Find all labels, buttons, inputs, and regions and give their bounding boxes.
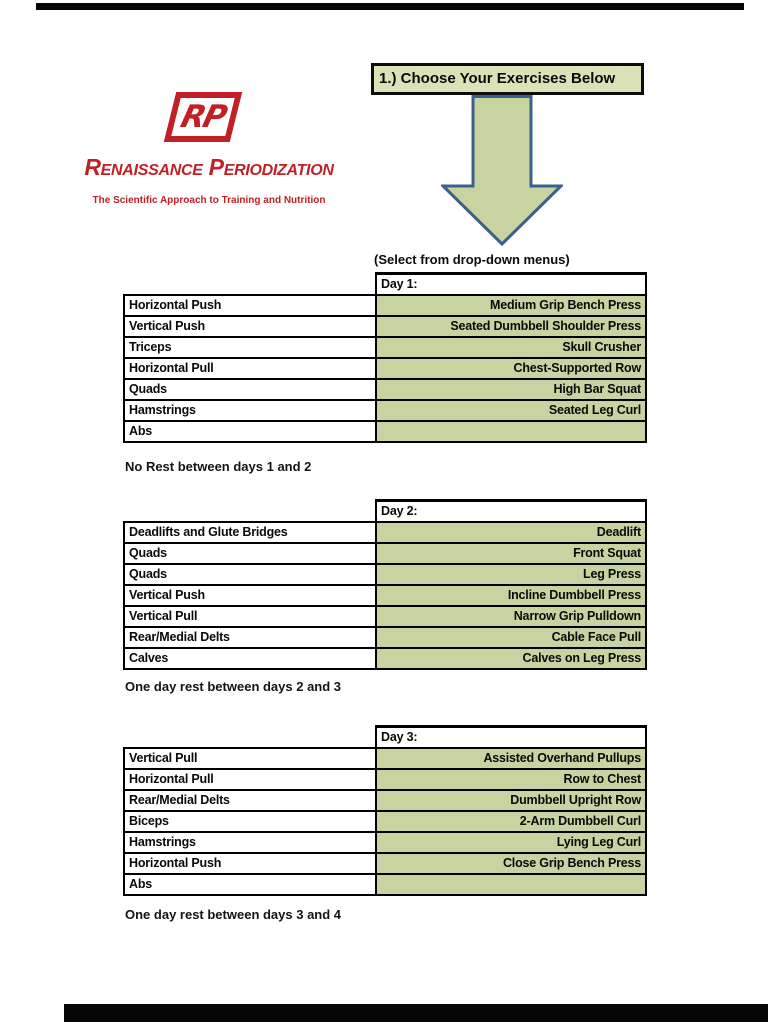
day2-table: Day 2: Deadlifts and Glute Bridges Deadl… [123,499,647,670]
exercise-dropdown-cell[interactable]: Front Squat [375,541,647,565]
exercise-dropdown-cell[interactable]: Medium Grip Bench Press [375,293,647,317]
exercise-dropdown-cell[interactable]: Close Grip Bench Press [375,851,647,875]
category-cell: Horizontal Pull [123,767,377,791]
category-cell: Hamstrings [123,398,377,422]
category-cell: Biceps [123,809,377,833]
exercise-dropdown-cell[interactable]: Calves on Leg Press [375,646,647,670]
table-row: Abs [123,419,647,443]
header-spacer-cell [124,501,376,522]
exercise-dropdown-cell[interactable] [375,872,647,896]
rp-monogram-text: RP [177,98,229,135]
exercise-dropdown-cell[interactable]: Leg Press [375,562,647,586]
table-row: Vertical Pull Assisted Overhand Pullups [123,746,647,770]
category-cell: Rear/Medial Delts [123,625,377,649]
table-row: Horizontal Pull Row to Chest [123,767,647,791]
table-row: Calves Calves on Leg Press [123,646,647,670]
header-spacer-cell [124,727,376,748]
category-cell: Vertical Push [123,314,377,338]
day-header: Day 1: [375,272,647,295]
table-row: Vertical Push Seated Dumbbell Shoulder P… [123,314,647,338]
day1-table: Day 1: Horizontal Push Medium Grip Bench… [123,272,647,443]
category-cell: Abs [123,872,377,896]
exercise-dropdown-cell[interactable]: Skull Crusher [375,335,647,359]
category-cell: Quads [123,377,377,401]
table-row: Deadlifts and Glute Bridges Deadlift [123,520,647,544]
category-cell: Rear/Medial Delts [123,788,377,812]
table-row: Hamstrings Seated Leg Curl [123,398,647,422]
exercise-dropdown-cell[interactable]: Dumbbell Upright Row [375,788,647,812]
category-cell: Hamstrings [123,830,377,854]
exercise-dropdown-cell[interactable]: Narrow Grip Pulldown [375,604,647,628]
rp-monogram-icon: RP [163,92,243,142]
table-row: Triceps Skull Crusher [123,335,647,359]
category-cell: Horizontal Push [123,851,377,875]
table-row: Vertical Push Incline Dumbbell Press [123,583,647,607]
table-row: Vertical Pull Narrow Grip Pulldown [123,604,647,628]
category-cell: Triceps [123,335,377,359]
day3-table: Day 3: Vertical Pull Assisted Overhand P… [123,725,647,896]
exercise-dropdown-cell[interactable]: Row to Chest [375,767,647,791]
table-row: Biceps 2-Arm Dumbbell Curl [123,809,647,833]
brand-name: Renaissance Periodization [84,154,334,180]
category-cell: Horizontal Pull [123,356,377,380]
exercise-dropdown-cell[interactable]: Chest-Supported Row [375,356,647,380]
table-row: Horizontal Push Medium Grip Bench Press [123,293,647,317]
exercise-dropdown-cell[interactable]: Incline Dumbbell Press [375,583,647,607]
day-header: Day 2: [375,499,647,522]
adjacent-page-edge-bottom [64,1004,768,1022]
rest-note: One day rest between days 3 and 4 [125,907,342,922]
table-row: Horizontal Push Close Grip Bench Press [123,851,647,875]
rp-logo: RP Renaissance Periodization The Scienti… [64,76,354,226]
choose-exercises-label: 1.) Choose Your Exercises Below [379,70,616,87]
category-cell: Abs [123,419,377,443]
exercise-dropdown-cell[interactable]: Cable Face Pull [375,625,647,649]
exercise-dropdown-cell[interactable]: Assisted Overhand Pullups [375,746,647,770]
rest-note: One day rest between days 2 and 3 [125,679,342,694]
select-note: (Select from drop-down menus) [374,252,570,267]
category-cell: Vertical Pull [123,604,377,628]
down-arrow-icon [441,95,563,247]
exercise-dropdown-cell[interactable] [375,419,647,443]
choose-exercises-header: 1.) Choose Your Exercises Below [371,63,644,95]
exercise-dropdown-cell[interactable]: High Bar Squat [375,377,647,401]
exercise-dropdown-cell[interactable]: Seated Leg Curl [375,398,647,422]
exercise-dropdown-cell[interactable]: Lying Leg Curl [375,830,647,854]
category-cell: Vertical Push [123,583,377,607]
category-cell: Quads [123,562,377,586]
header-spacer-cell [124,274,376,295]
category-cell: Deadlifts and Glute Bridges [123,520,377,544]
table-row: Rear/Medial Delts Cable Face Pull [123,625,647,649]
table-row: Horizontal Pull Chest-Supported Row [123,356,647,380]
exercise-dropdown-cell[interactable]: Seated Dumbbell Shoulder Press [375,314,647,338]
table-row: Quads High Bar Squat [123,377,647,401]
brand-tagline: The Scientific Approach to Training and … [92,195,326,206]
table-row: Quads Front Squat [123,541,647,565]
category-cell: Quads [123,541,377,565]
day-header: Day 3: [375,725,647,748]
exercise-dropdown-cell[interactable]: 2-Arm Dumbbell Curl [375,809,647,833]
table-row: Hamstrings Lying Leg Curl [123,830,647,854]
day-header-row: Day 1: [124,272,647,295]
category-cell: Horizontal Push [123,293,377,317]
table-row: Rear/Medial Delts Dumbbell Upright Row [123,788,647,812]
category-cell: Vertical Pull [123,746,377,770]
table-row: Quads Leg Press [123,562,647,586]
adjacent-page-edge-top [36,3,744,10]
exercise-dropdown-cell[interactable]: Deadlift [375,520,647,544]
day-header-row: Day 3: [124,725,647,748]
category-cell: Calves [123,646,377,670]
day-header-row: Day 2: [124,499,647,522]
rest-note: No Rest between days 1 and 2 [125,459,312,474]
table-row: Abs [123,872,647,896]
